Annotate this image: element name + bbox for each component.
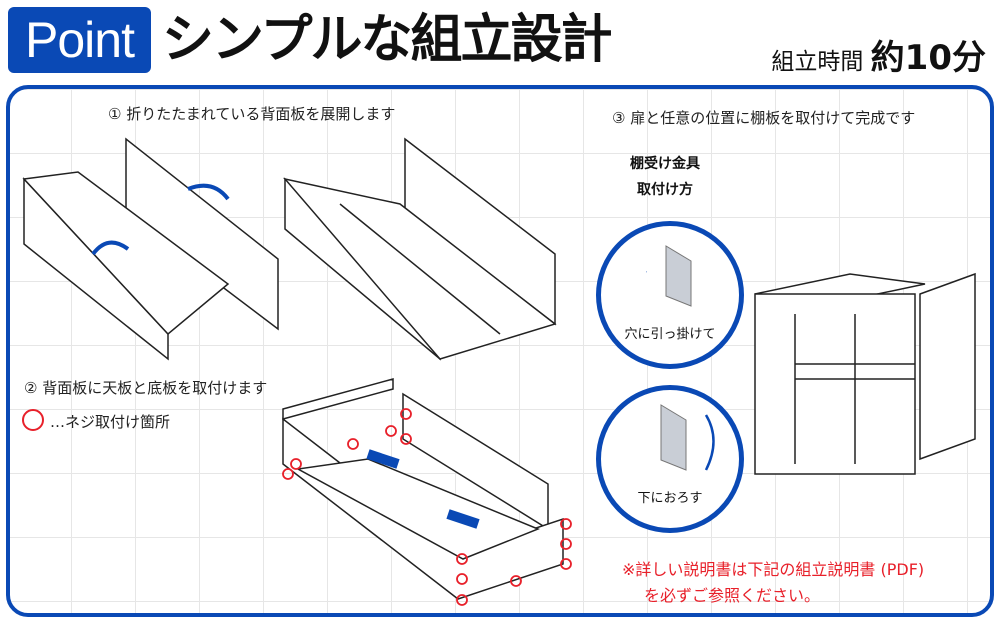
time-label: 組立時間 [771,49,864,75]
top-bottom-assembly-illustration [282,378,572,606]
bracket-heading: 棚受け金具取付け方 [610,151,720,203]
bracket-heading-line2: 取付け方 [637,182,693,198]
screw-marker-icon [22,409,44,431]
step-3-text: ③ 扉と任意の位置に棚板を取付けて完成です [612,109,916,127]
unfolded-cabinet-illustration [282,137,557,361]
completed-cabinet-illustration [754,272,976,475]
note-line-2: を必ずご参照ください。 [644,586,821,605]
page-title: シンプルな組立設計 [162,10,612,70]
bracket-heading-line1: 棚受け金具 [630,156,700,172]
bracket-step-lower: 下におろす [596,385,744,533]
point-badge: Point [8,7,151,73]
bracket-caption-2: 下におろす [637,491,703,506]
folded-cabinet-illustration [22,137,279,361]
assembly-time: 組立時間 約10分 [771,38,986,82]
instruction-panel: ① 折りたたまれている背面板を展開します ③ 扉と任意の位置に棚板を取付けて完成… [6,85,994,617]
note-line-1: ※詳しい説明書は下記の組立説明書 (PDF) [622,560,925,579]
step-2-text: ② 背面板に天板と底板を取付けます [24,379,268,397]
bracket-caption-1: 穴に引っ掛けて [624,327,716,342]
bracket-lower-icon [660,404,715,471]
screw-legend-text: …ネジ取付け箇所 [50,413,171,431]
bracket-step-hook: 穴に引っ掛けて [596,221,744,369]
pdf-manual-note: ※詳しい説明書は下記の組立説明書 (PDF) を必ずご参照ください。 [622,557,924,609]
step-1-text: ① 折りたたまれている背面板を展開します [108,105,396,123]
time-value: 約10分 [870,38,986,78]
bracket-hook-icon [646,245,692,307]
